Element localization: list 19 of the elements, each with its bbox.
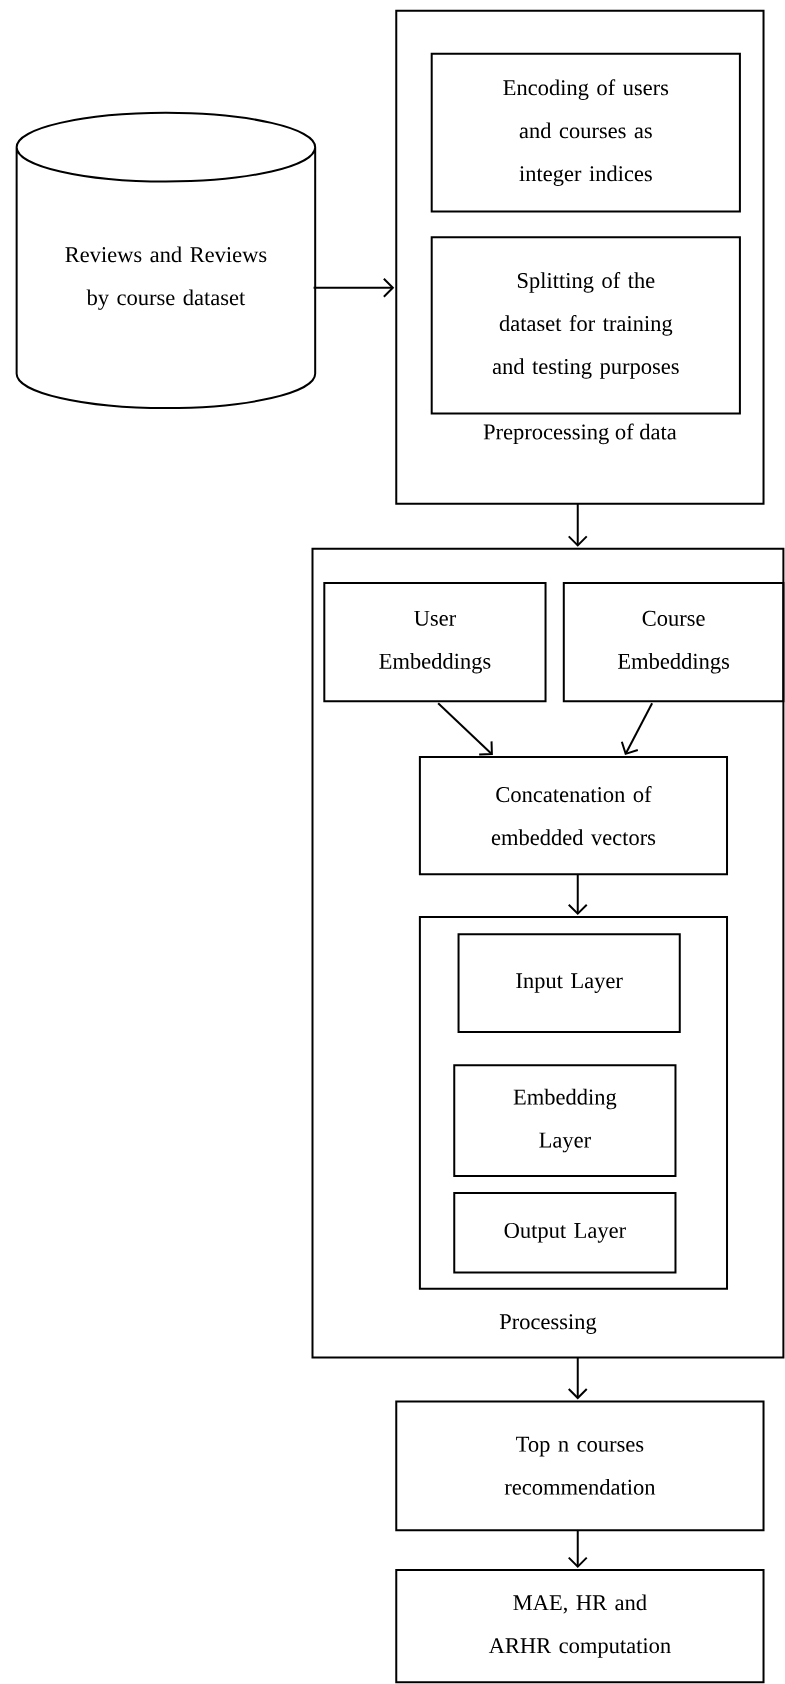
arrow: [437, 702, 493, 756]
process-box: Output Layer: [453, 1192, 677, 1274]
process-box: Embedding Layer: [453, 1064, 677, 1177]
process-box: Encoding of users and courses as integer indices: [430, 52, 741, 213]
arrow: [620, 702, 654, 756]
process-box: User Embeddings: [323, 582, 547, 703]
arrow: [567, 873, 588, 916]
database-cylinder: Reviews and Reviews by course dataset: [15, 111, 317, 410]
arrow: [567, 1356, 588, 1400]
arrow: [567, 502, 588, 547]
process-box: Top n courses recommendation: [395, 1400, 765, 1532]
process-box: Concatenation of embedded vectors: [418, 756, 728, 876]
layer-stack-box: [418, 916, 728, 1290]
process-box: Course Embeddings: [562, 582, 785, 703]
process-box: Input Layer: [457, 933, 681, 1033]
process-box: Splitting of the dataset for training and testing purposes: [430, 236, 741, 415]
arrow: [312, 277, 395, 298]
arrow: [567, 1529, 588, 1568]
process-box: MAE, HR and ARHR computation: [395, 1569, 765, 1684]
